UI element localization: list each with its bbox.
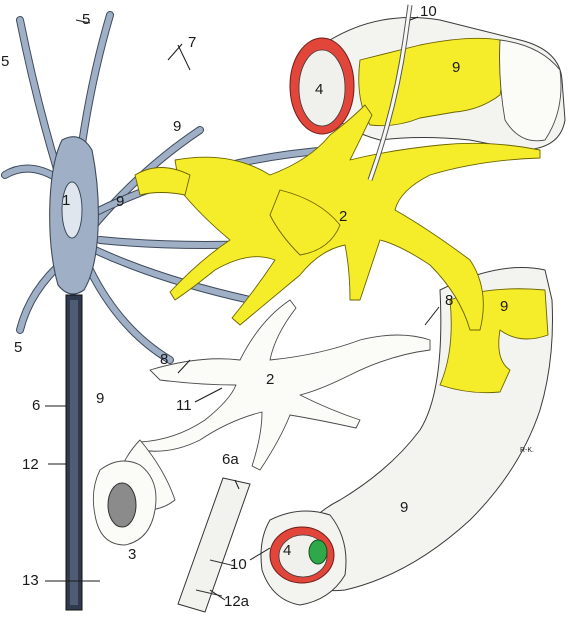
oligodendrocyte: [93, 461, 156, 545]
label-12a: 12a: [224, 593, 250, 610]
label-9-upper-vessel: 9: [452, 59, 460, 76]
label-9-lower-vessel: 9: [400, 499, 408, 516]
artist-signature: R-K.: [520, 447, 534, 454]
label-5-left: 5: [1, 53, 9, 70]
label-8-right: 8: [445, 292, 453, 309]
erythrocyte-icon: [309, 540, 327, 564]
label-5-top: 5: [82, 11, 90, 28]
label-3: 3: [128, 546, 136, 563]
label-10-bottom: 10: [230, 556, 247, 573]
label-9-right: 9: [500, 298, 508, 315]
label-2-upper: 2: [339, 208, 347, 225]
label-1: 1: [62, 192, 70, 209]
neuron-nucleus: [62, 182, 82, 238]
label-8-left: 8: [160, 351, 168, 368]
label-6: 6: [32, 397, 40, 414]
label-13: 13: [22, 572, 39, 589]
label-7: 7: [188, 34, 196, 51]
label-10-top: 10: [420, 3, 437, 20]
label-9-cluster: 9: [173, 118, 181, 135]
label-9-soma: 9: [116, 193, 124, 210]
label-9-axon: 9: [96, 390, 104, 407]
label-11: 11: [176, 397, 192, 414]
label-4-upper: 4: [315, 81, 323, 98]
label-2-lower: 2: [266, 371, 274, 388]
upper-blood-vessel: [290, 18, 565, 151]
label-4-lower: 4: [283, 542, 291, 559]
label-6a: 6a: [222, 451, 239, 468]
label-5-bottom: 5: [14, 339, 22, 356]
label-12: 12: [22, 456, 39, 473]
myelinated-fiber: [178, 478, 250, 612]
